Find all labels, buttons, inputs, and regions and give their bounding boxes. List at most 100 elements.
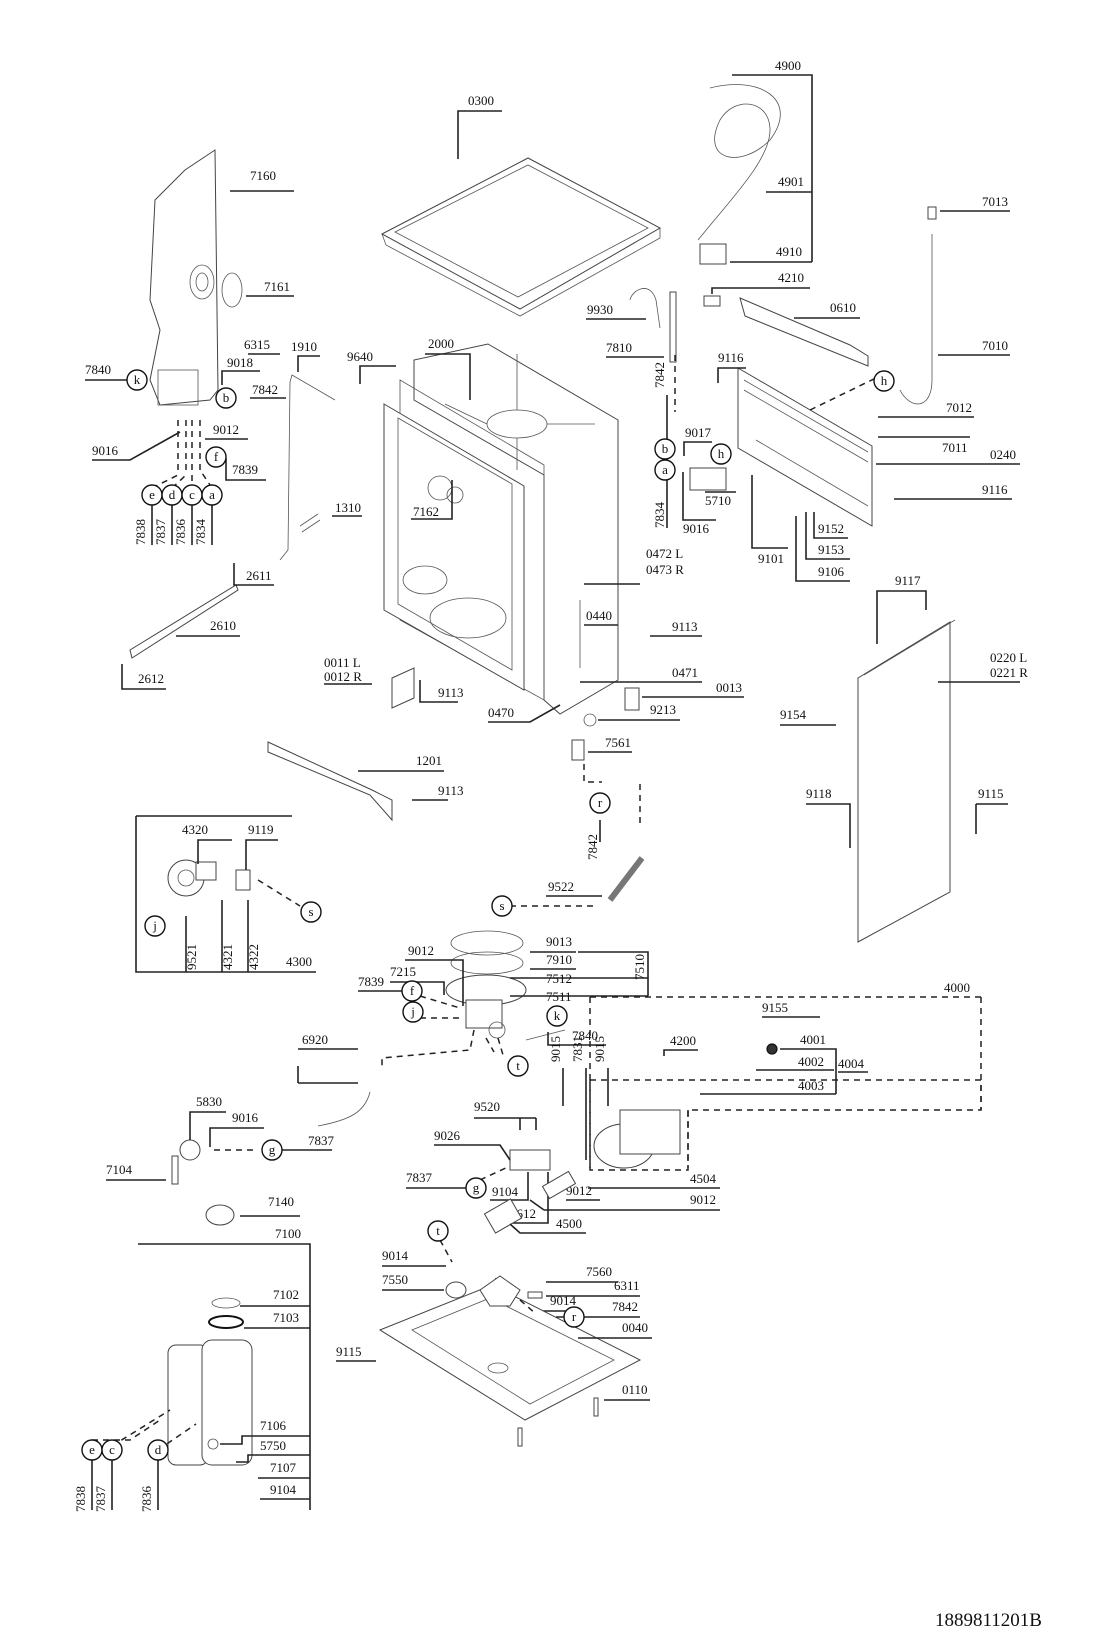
svg-text:d: d xyxy=(155,1442,162,1457)
part-label-7837-a: 7837 xyxy=(153,519,168,546)
part-label-4002: 4002 xyxy=(798,1054,824,1069)
sensor-6920 xyxy=(317,1091,371,1127)
panel-0240 xyxy=(737,367,873,527)
svg-text:b: b xyxy=(223,390,230,405)
part-label-0610: 0610 xyxy=(830,300,856,315)
part-label-7838-a: 7838 xyxy=(133,519,148,545)
part-label-0221: 0221 R xyxy=(990,665,1028,680)
connector-j-2: j xyxy=(402,1001,424,1023)
gasket-ring-7161 xyxy=(221,272,243,308)
part-label-7161: 7161 xyxy=(264,279,290,294)
part-label-2611: 2611 xyxy=(246,568,272,583)
part-label-0110: 0110 xyxy=(622,1382,648,1397)
part-label-9012-b: 9012 xyxy=(408,943,434,958)
connector-r-1: r xyxy=(589,792,611,814)
connector-h-2: h xyxy=(710,443,732,465)
part-label-7140: 7140 xyxy=(268,1194,294,1209)
part-label-9016-a: 9016 xyxy=(92,443,119,458)
foot-0110-b xyxy=(517,1427,523,1447)
part-label-9116-b: 9116 xyxy=(982,482,1008,497)
part-label-0470: 0470 xyxy=(488,705,514,720)
connector-r-2: r xyxy=(563,1306,585,1328)
part-label-7162: 7162 xyxy=(413,504,439,519)
part-label-9117: 9117 xyxy=(895,573,921,588)
part-label-2612: 2612 xyxy=(138,671,164,686)
part-label-6920: 6920 xyxy=(302,1032,328,1047)
part-label-7831: 7831 xyxy=(570,1036,585,1062)
part-label-0472: 0472 L xyxy=(646,546,683,561)
part-label-7013: 7013 xyxy=(982,194,1008,209)
part-label-7103: 7103 xyxy=(273,1310,299,1325)
part-label-9930: 9930 xyxy=(587,302,613,317)
clip-1310 xyxy=(299,513,321,533)
part-label-7842-a: 7842 xyxy=(252,382,278,397)
power-cord-drawing xyxy=(697,84,781,265)
part-label-9016-b: 9016 xyxy=(683,521,710,536)
svg-text:s: s xyxy=(499,898,504,913)
connector-d-2: d xyxy=(147,1439,169,1461)
bracket-0011-0012 xyxy=(391,667,415,709)
part-label-9104-b: 9104 xyxy=(270,1482,297,1497)
part-label-9016-c: 9016 xyxy=(232,1110,259,1125)
part-label-4322: 4322 xyxy=(246,944,261,970)
top-lid-drawing xyxy=(380,157,662,317)
washer-9213 xyxy=(583,713,597,727)
part-label-9119: 9119 xyxy=(248,822,274,837)
part-label-9017: 9017 xyxy=(685,425,712,440)
part-label-9155: 9155 xyxy=(762,1000,788,1015)
part-label-9113-a: 9113 xyxy=(672,619,698,634)
part-label-0040: 0040 xyxy=(622,1320,648,1335)
part-label-7561: 7561 xyxy=(605,735,631,750)
part-label-5750: 5750 xyxy=(260,1438,286,1453)
part-label-9018: 9018 xyxy=(227,355,253,370)
svg-text:e: e xyxy=(149,487,155,502)
connector-g-2: g xyxy=(465,1177,487,1199)
sump-assembly-drawing xyxy=(445,930,527,1039)
bracket-1201 xyxy=(267,741,393,822)
hose-4504 xyxy=(541,1170,577,1200)
part-label-6315: 6315 xyxy=(244,337,270,352)
part-label-7837-d: 7837 xyxy=(93,1486,108,1513)
part-label-9026: 9026 xyxy=(434,1128,461,1143)
part-7013 xyxy=(927,206,937,220)
part-label-9015-a: 9015 xyxy=(548,1036,563,1062)
part-label-7837-b: 7837 xyxy=(406,1170,433,1185)
connector-e-1: e xyxy=(141,484,163,506)
part-label-7102: 7102 xyxy=(273,1287,299,1302)
part-label-0240: 0240 xyxy=(990,447,1016,462)
foot-0110 xyxy=(593,1397,599,1417)
svg-text:t: t xyxy=(436,1223,440,1238)
part-label-9522: 9522 xyxy=(548,879,574,894)
svg-text:e: e xyxy=(89,1442,95,1457)
connector-h-1: h xyxy=(873,370,895,392)
part-label-0220: 0220 L xyxy=(990,650,1027,665)
connector-k-1: k xyxy=(126,369,148,391)
part-label-1201: 1201 xyxy=(416,753,442,768)
connector-a-2: a xyxy=(654,459,676,481)
connector-t-1: t xyxy=(507,1055,529,1077)
manifold-7612 xyxy=(509,1149,551,1171)
connector-c-2: c xyxy=(101,1439,123,1461)
svg-text:s: s xyxy=(308,904,313,919)
part-label-0011: 0011 L xyxy=(324,655,361,670)
water-softener-drawing xyxy=(167,1297,253,1466)
part-label-4910: 4910 xyxy=(776,244,802,259)
part-label-1910: 1910 xyxy=(291,339,317,354)
part-label-9154: 9154 xyxy=(780,707,807,722)
part-label-7842-d: 7842 xyxy=(612,1299,638,1314)
part-label-9152: 9152 xyxy=(818,521,844,536)
svg-text:a: a xyxy=(209,487,215,502)
part-label-4901: 4901 xyxy=(778,174,804,189)
connector-g-1: g xyxy=(261,1139,283,1161)
part-label-4000: 4000 xyxy=(944,980,970,995)
svg-text:r: r xyxy=(572,1309,577,1324)
part-label-5830: 5830 xyxy=(196,1094,222,1109)
part-label-4300: 4300 xyxy=(286,954,312,969)
svg-text:g: g xyxy=(473,1180,480,1195)
part-label-7842-b: 7842 xyxy=(652,362,667,388)
connector-b-2: b xyxy=(654,438,676,460)
part-label-4210: 4210 xyxy=(778,270,804,285)
part-label-7840-a: 7840 xyxy=(85,362,111,377)
part-label-7107: 7107 xyxy=(270,1460,297,1475)
